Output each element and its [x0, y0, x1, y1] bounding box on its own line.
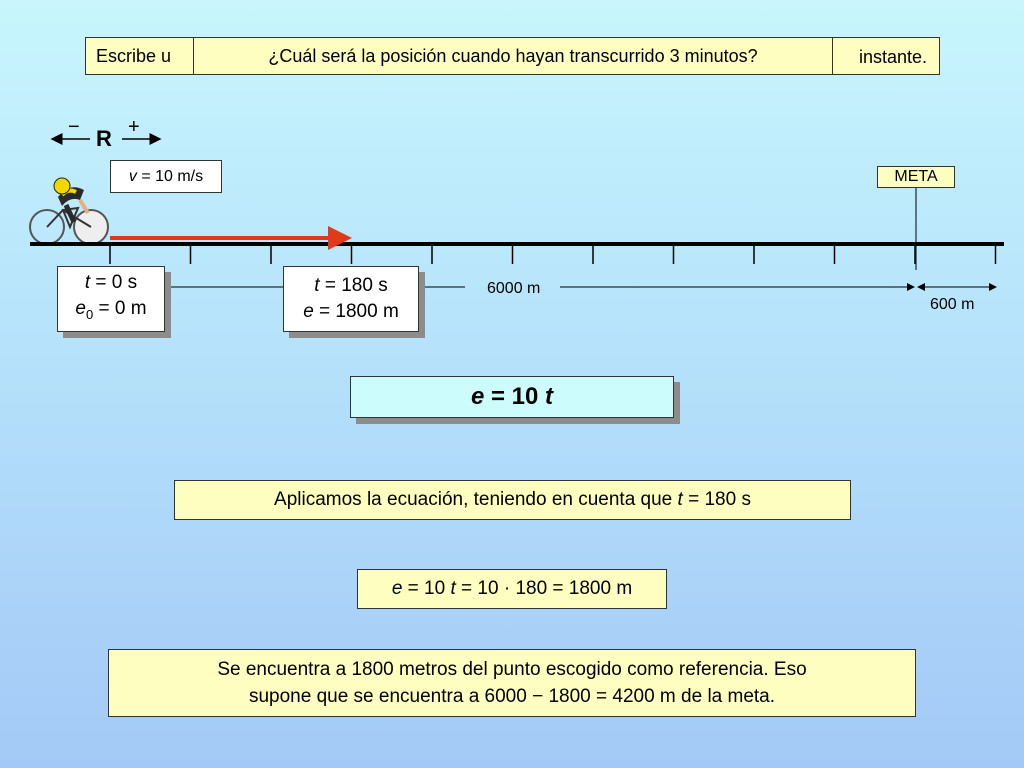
velocity-value: = 10 m/s	[136, 167, 204, 185]
position-180-box: t = 180 s e = 1800 m	[283, 266, 419, 332]
minus-sign: −	[68, 116, 80, 138]
reference-label: R	[96, 126, 112, 151]
axis-ticks	[109, 244, 997, 264]
meta-label: META	[894, 168, 938, 185]
question-box: ¿Cuál será la posición cuando hayan tran…	[193, 37, 833, 75]
extra-distance-label: 600 m	[930, 296, 975, 313]
t1-var: t	[314, 275, 320, 296]
calc-p1: = 10	[402, 578, 451, 599]
conclusion-line-1: Se encuentra a 1800 metros del punto esc…	[217, 659, 807, 680]
equation-mid: = 10	[484, 383, 546, 410]
velocity-box: v = 10 m/s	[110, 160, 222, 193]
equation-t: t	[545, 383, 554, 410]
e0-value: = 0 m	[93, 298, 147, 320]
apply-t: t	[677, 489, 683, 510]
apply-text: Aplicamos la ecuación, teniendo en cuent…	[274, 489, 678, 510]
e1-var: e	[303, 301, 314, 322]
t0-value: = 0 s	[90, 272, 138, 294]
meta-box: META	[877, 166, 955, 188]
e0-subscript: 0	[86, 306, 94, 322]
calc-p2: = 10 · 180 = 1800 m	[455, 578, 633, 599]
t0-var: t	[84, 272, 91, 294]
velocity-var: v	[128, 167, 137, 185]
e1-value: = 1800 m	[313, 301, 399, 322]
t1-value: = 180 s	[319, 275, 388, 296]
background-question-end: instante.	[858, 47, 927, 67]
reference-system: − +	[50, 116, 165, 158]
plus-sign: +	[128, 116, 140, 138]
cyclist-icon	[29, 177, 109, 245]
calc-t: t	[450, 578, 456, 599]
conclusion-box: Se encuentra a 1800 metros del punto esc…	[108, 649, 916, 717]
equation-e: e	[470, 383, 485, 410]
calculation-box: e = 10 t = 10 · 180 = 1800 m	[357, 569, 667, 609]
question-text: ¿Cuál será la posición cuando hayan tran…	[268, 45, 758, 66]
calc-e: e	[391, 578, 403, 599]
total-distance-label: 6000 m	[487, 280, 541, 297]
e0-var: e	[75, 298, 86, 320]
motion-equation-box: e = 10 t	[350, 376, 674, 418]
conclusion-line-2: supone que se encuentra a 6000 − 1800 = …	[248, 686, 776, 707]
start-point-box: t = 0 s e0 = 0 m	[57, 266, 165, 332]
apply-equation-box: Aplicamos la ecuación, teniendo en cuent…	[174, 480, 851, 520]
background-question-start: Escribe u	[96, 45, 172, 66]
apply-rest: = 180 s	[682, 489, 751, 510]
